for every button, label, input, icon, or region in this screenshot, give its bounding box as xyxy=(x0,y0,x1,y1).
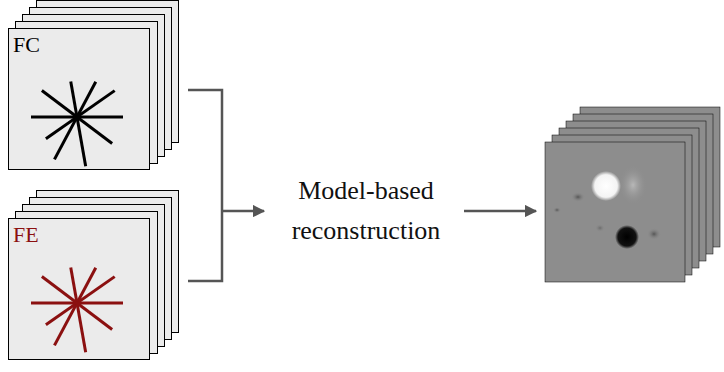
spoke-line xyxy=(54,82,95,160)
spoke-line xyxy=(71,268,86,353)
channel-label: FC xyxy=(13,33,40,57)
image-stack-card: FE xyxy=(8,218,150,360)
spoke-line xyxy=(42,277,112,330)
channel-label: FE xyxy=(13,223,39,247)
reconstructed-image xyxy=(553,165,661,249)
process-label: Model-based reconstruction xyxy=(251,171,481,251)
spoke-line xyxy=(42,91,112,144)
flow-arrow xyxy=(464,210,536,213)
spoke-line xyxy=(54,268,95,346)
spoke-line xyxy=(71,82,86,167)
merge-bracket xyxy=(188,90,222,281)
flow-arrow xyxy=(222,210,264,213)
image-stack xyxy=(545,107,720,282)
image-stack-card: FC xyxy=(8,28,150,170)
